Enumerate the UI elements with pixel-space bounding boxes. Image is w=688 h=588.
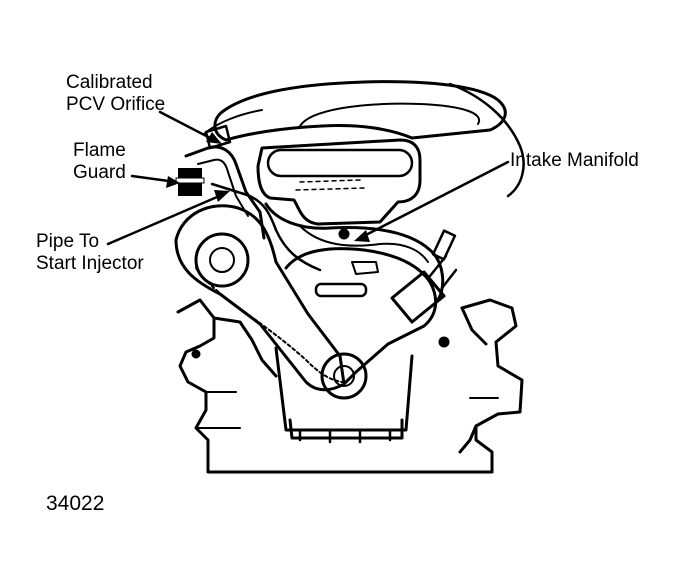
crank-pulley [320, 352, 368, 400]
figure-id: 34022 [46, 492, 105, 515]
label-line: Flame [73, 140, 126, 161]
block-side-ribs [195, 391, 499, 429]
block-bolt [191, 349, 201, 359]
lower-front-lugs [298, 428, 392, 444]
arrowhead-pipe [214, 190, 230, 202]
block-left-side [212, 316, 278, 378]
pcv-orifice-fitting [204, 124, 232, 150]
start-injector-cap [431, 229, 457, 261]
arrowhead-pcv [206, 132, 222, 144]
pipe-to-start-injector [210, 182, 322, 272]
label-line: Pipe To [36, 231, 100, 252]
start-injector-body [390, 270, 446, 324]
crank-pulley-hub [333, 365, 355, 387]
timing-cover-slot [314, 282, 368, 298]
timing-cover-right [284, 247, 438, 386]
plenum-hatch [295, 179, 367, 191]
lower-front-bottom [288, 418, 404, 440]
timing-cover-notch [351, 261, 379, 275]
block-right-side [458, 306, 488, 454]
plenum-window [266, 148, 414, 178]
label-flame-guard: Flame Guard [73, 140, 126, 184]
arrowhead-intake [354, 230, 370, 242]
arrowhead-flame-guard [166, 176, 180, 188]
leader-intake-manifold [358, 160, 510, 240]
timing-belt-left [195, 267, 343, 383]
label-calibrated-pcv-orifice: Calibrated PCV Orifice [66, 72, 165, 116]
flame-guard-band [175, 177, 205, 184]
cam-pulley-left-hub [209, 247, 235, 273]
label-line: Calibrated [66, 72, 153, 93]
label-line: Start Injector [36, 253, 144, 274]
label-line: PCV Orifice [66, 94, 166, 115]
block-bolt [438, 336, 450, 348]
label-intake-manifold: Intake Manifold [510, 150, 639, 171]
timing-cover-left [174, 204, 346, 392]
label-pipe-to-start-injector: Pipe To Start Injector [36, 231, 144, 275]
intake-runner [264, 202, 445, 302]
engine-block-outline [176, 298, 524, 474]
top-cover [213, 80, 507, 142]
intake-runner [299, 225, 429, 263]
leader-calibrated-pcv-orifice [158, 110, 216, 142]
pcv-hose-inner [197, 158, 249, 217]
top-cover-edge [448, 82, 525, 198]
label-line: Guard [73, 162, 126, 183]
top-cover-rim [299, 102, 481, 127]
manifold-bolt [338, 228, 350, 240]
lower-front-case [274, 346, 414, 432]
leader-pipe-to-start-injector [106, 192, 226, 246]
cam-pulley-left [194, 232, 250, 288]
plenum-box [256, 138, 422, 226]
